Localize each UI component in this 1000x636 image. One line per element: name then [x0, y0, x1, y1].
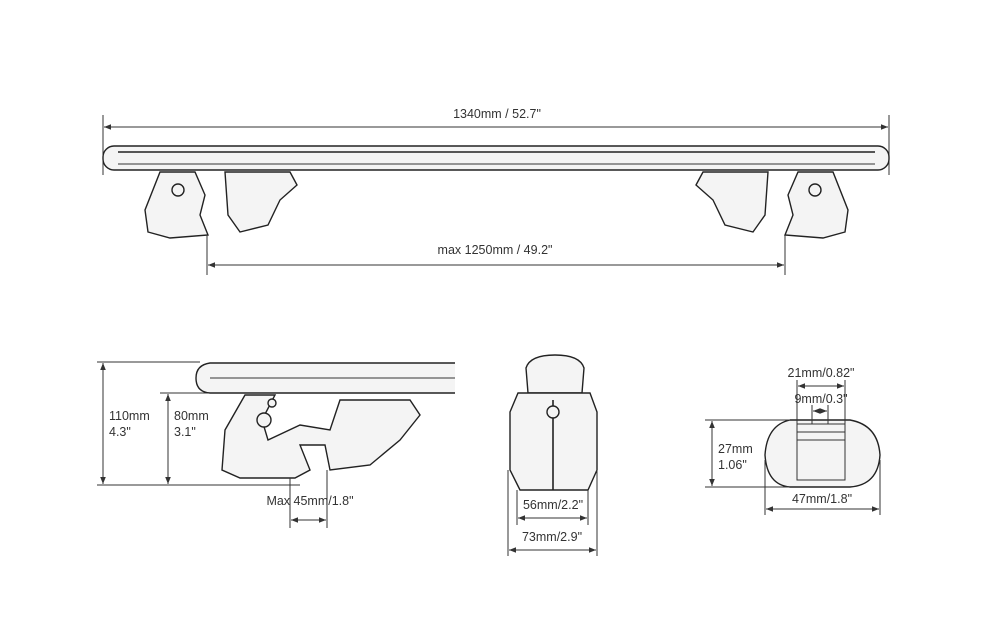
- foot-span-label: max 1250mm / 49.2": [438, 243, 553, 257]
- total-height-mm: 110mm: [109, 409, 150, 423]
- left-foot: [144, 171, 298, 239]
- side-view: 110mm 4.3" 80mm 3.1" Max 45mm/1.8": [97, 361, 455, 528]
- overall-length-label: 1340mm / 52.7": [453, 107, 541, 121]
- lock-icon: [256, 412, 272, 428]
- profile-view: 21mm/0.82" 9mm/0.3" 27mm 1.06" 47mm/1.8": [705, 366, 881, 515]
- foot-height-in: 3.1": [174, 425, 196, 439]
- lock-icon: [808, 183, 822, 197]
- foot-height-mm: 80mm: [174, 409, 209, 423]
- crossbar: [102, 145, 890, 171]
- lock-icon: [546, 405, 560, 419]
- profile-width-label: 47mm/1.8": [792, 492, 852, 506]
- top-view: 1340mm / 52.7" max 1250mm / 49.2": [102, 107, 890, 275]
- inner-width-label: 56mm/2.2": [523, 498, 583, 512]
- rail-clamp-label: Max 45mm/1.8": [266, 494, 353, 508]
- profile-height-in: 1.06": [718, 458, 747, 472]
- front-view: 56mm/2.2" 73mm/2.9": [507, 354, 598, 556]
- profile-height-mm: 27mm: [718, 442, 753, 456]
- outer-width-label: 73mm/2.9": [522, 530, 582, 544]
- right-foot: [695, 171, 849, 239]
- slot-outer-label: 21mm/0.82": [788, 366, 855, 380]
- lock-icon: [171, 183, 185, 197]
- total-height-in: 4.3": [109, 425, 131, 439]
- slot-inner-label: 9mm/0.3": [794, 392, 847, 406]
